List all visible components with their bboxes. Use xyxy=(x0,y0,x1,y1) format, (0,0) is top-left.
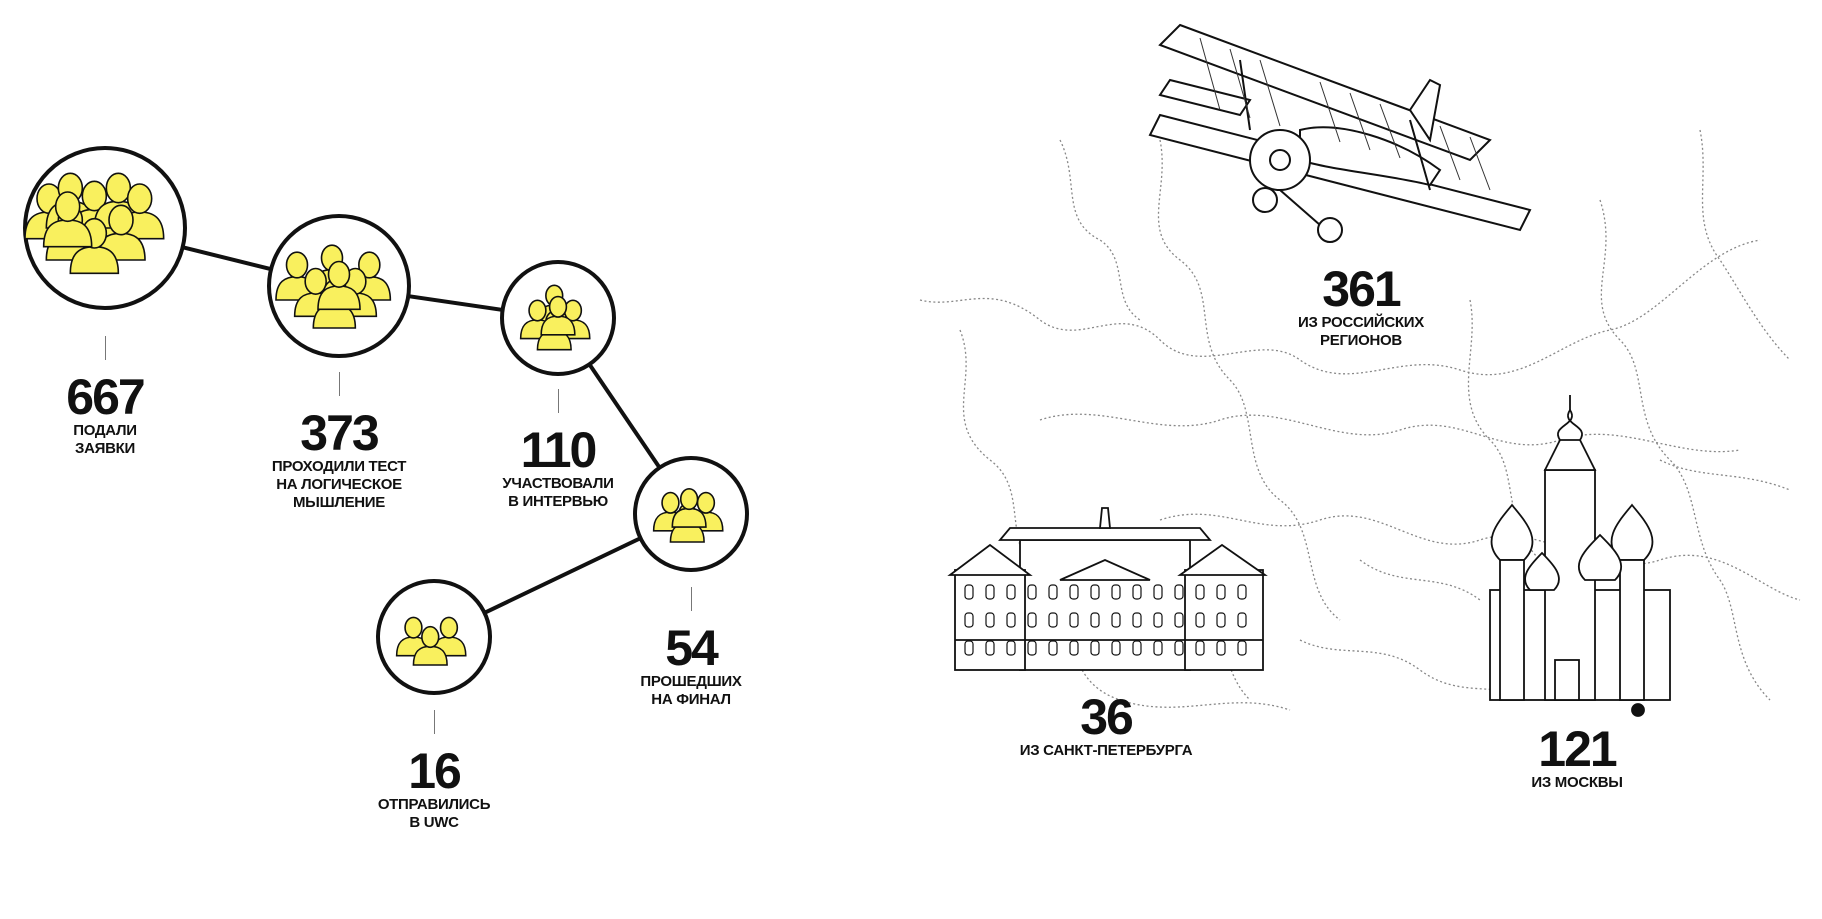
palace-icon xyxy=(947,507,1268,671)
people-icon xyxy=(275,244,392,329)
stat-regions: 361 Из российских регионов xyxy=(1298,264,1424,350)
cathedral-icon xyxy=(1489,395,1671,717)
node-tick xyxy=(339,372,340,396)
stat-value: 16 xyxy=(408,743,462,799)
funnel-node xyxy=(376,579,492,695)
funnel-node xyxy=(23,146,187,310)
stat-value: 373 xyxy=(300,405,379,461)
stat-value: 667 xyxy=(66,369,145,425)
node-tick xyxy=(434,710,435,734)
stat-label: Участвовали в интервью xyxy=(502,475,614,510)
stat-value: 110 xyxy=(520,422,598,478)
stat-label: Подали заявки xyxy=(73,422,137,457)
people-icon xyxy=(24,172,165,275)
people-icon xyxy=(652,488,724,543)
stat-value: 36 xyxy=(1080,689,1134,745)
stat-label: Проходили тест на логическое мышление xyxy=(271,458,407,511)
funnel-stat: 16Отправились в UWC xyxy=(377,743,491,832)
funnel-stat: 54Прошедших на финал xyxy=(640,623,741,709)
biplane-icon xyxy=(1148,23,1532,243)
node-tick xyxy=(691,587,692,611)
stat-value: 121 xyxy=(1538,721,1617,777)
stat-value: 54 xyxy=(665,620,719,676)
people-icon xyxy=(519,284,591,351)
node-tick xyxy=(105,336,106,360)
funnel-node xyxy=(633,456,749,572)
stat-spb: 36 Из Санкт-Петербурга xyxy=(1020,692,1193,760)
stat-label: Отправились в UWC xyxy=(377,796,491,831)
stat-label: Прошедших на финал xyxy=(640,673,742,708)
node-tick xyxy=(558,389,559,413)
funnel-node xyxy=(267,214,411,358)
stat-moscow: 121 Из Москвы xyxy=(1531,721,1623,792)
stat-label: Из российских регионов xyxy=(1298,314,1424,349)
stat-value: 361 xyxy=(1322,261,1401,317)
funnel-stat: 373Проходили тест на логическое мышление xyxy=(271,405,407,512)
funnel-stat: 110Участвовали в интервью xyxy=(502,425,613,511)
funnel-node xyxy=(500,260,616,376)
stat-label: Из Санкт-Петербурга xyxy=(1019,742,1193,759)
people-icon xyxy=(395,616,467,666)
stat-label: Из Москвы xyxy=(1531,774,1623,791)
funnel-stat: 667Подали заявки xyxy=(66,369,145,458)
